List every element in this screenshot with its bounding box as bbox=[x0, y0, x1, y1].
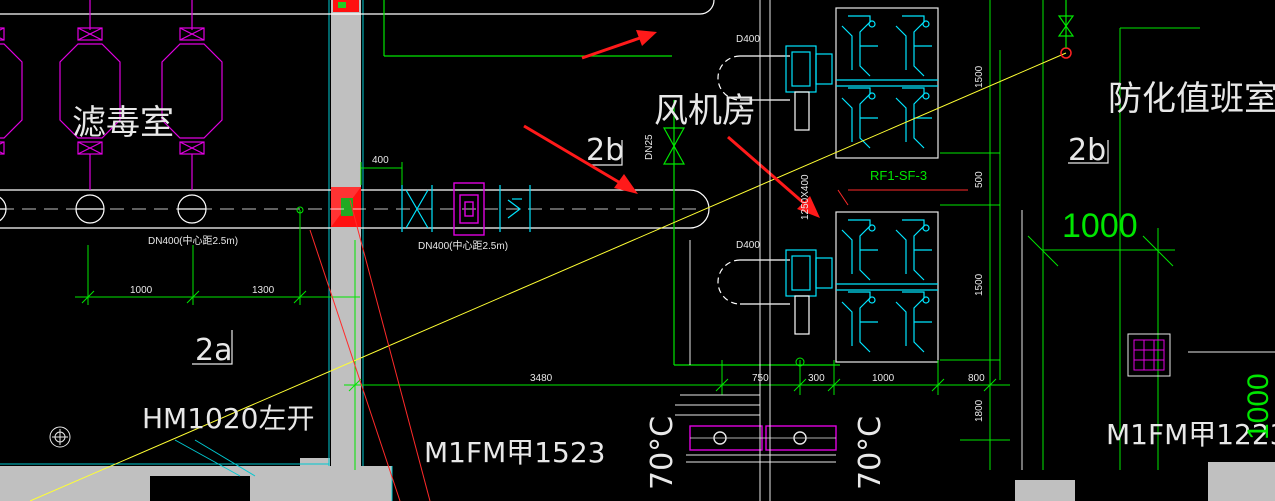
duct-label-mid: DN400(中心距2.5m) bbox=[418, 239, 508, 252]
door-label-center: M1FM甲1523 bbox=[424, 436, 606, 469]
dim-3480: 3480 bbox=[530, 373, 553, 384]
door-labels: HM1020左开 M1FM甲1523 M1FM甲1223 bbox=[142, 402, 1275, 469]
grid-mark-2b-center: 2b bbox=[586, 133, 624, 168]
grid-mark-labels: 2a 2b 2b bbox=[195, 133, 1106, 368]
fire-label-right: 70°C bbox=[853, 416, 888, 490]
bottom-duct-bends bbox=[675, 0, 1023, 501]
filter-unit bbox=[59, 0, 121, 224]
dim-1000-big: 1000 bbox=[1062, 207, 1138, 245]
valve-label: DN25 bbox=[644, 134, 655, 160]
room-label-filter: 滤毒室 bbox=[72, 103, 174, 143]
wall-stub bbox=[300, 458, 330, 468]
right-window bbox=[1127, 333, 1275, 377]
filter-units bbox=[0, 0, 223, 224]
fire-labels: 70°C 70°C bbox=[645, 416, 888, 490]
duct-label-left: DN400(中心距2.5m) bbox=[148, 234, 238, 247]
section-cut-line bbox=[29, 52, 1067, 501]
door-label-left: HM1020左开 bbox=[142, 402, 314, 435]
dim-1000-left: 1000 bbox=[130, 285, 153, 296]
wall-bottom-mid bbox=[150, 476, 250, 501]
top-right-valve bbox=[1057, 0, 1075, 48]
annotation-arrow-top bbox=[581, 30, 657, 60]
fan-assembly bbox=[717, 211, 939, 363]
door-label-right: M1FM甲1223 bbox=[1106, 418, 1275, 451]
annotation-arrow-middle bbox=[523, 124, 638, 194]
duct-labels: DN400(中心距2.5m) DN400(中心距2.5m) D400 D400 … bbox=[148, 34, 811, 252]
vertical-duct-label: 1250X400 bbox=[800, 174, 811, 220]
room-label-duty: 防化值班室 bbox=[1108, 79, 1275, 119]
dim-1500-top: 1500 bbox=[974, 65, 985, 88]
dim-800: 800 bbox=[968, 373, 985, 384]
main-duct-dampers bbox=[401, 185, 531, 232]
leader-lines bbox=[309, 189, 968, 501]
fan-inlet-bottom-label: D400 bbox=[736, 240, 760, 251]
dim-1300: 1300 bbox=[252, 285, 275, 296]
wall-vertical-left bbox=[331, 0, 361, 470]
valve-branch bbox=[383, 0, 840, 366]
grid-mark-2b-right: 2b bbox=[1068, 133, 1106, 168]
bottom-magenta-units bbox=[689, 425, 837, 451]
dimension-labels: 400 1000 1300 3480 750 300 1000 800 1500… bbox=[130, 65, 1275, 440]
dim-1000-right-vertical: 1000 bbox=[1242, 373, 1275, 440]
fire-label-left: 70°C bbox=[645, 416, 680, 490]
door-symbol-left bbox=[49, 426, 256, 477]
room-labels: 滤毒室 风机房 防化值班室 bbox=[72, 79, 1275, 143]
dim-750: 750 bbox=[752, 373, 769, 384]
point-markers bbox=[296, 206, 805, 367]
room-label-fan: 风机房 bbox=[654, 91, 756, 131]
dim-400: 400 bbox=[372, 155, 389, 166]
filter-unit bbox=[0, 27, 23, 222]
wall-bottom-right-2 bbox=[1015, 480, 1075, 501]
dim-1500-bottom: 1500 bbox=[974, 273, 985, 296]
dim-1000-mid: 1000 bbox=[872, 373, 895, 384]
annotation-arrow-right bbox=[727, 135, 820, 218]
filter-unit bbox=[161, 0, 223, 224]
fan-inlet-top-label: D400 bbox=[736, 34, 760, 45]
fan-units bbox=[717, 7, 939, 363]
dim-300: 300 bbox=[808, 373, 825, 384]
wall-fire-damper bbox=[331, 0, 361, 227]
grid-mark-brackets bbox=[192, 140, 1109, 365]
equipment-tag: RF1-SF-3 bbox=[870, 168, 927, 183]
main-duct-filter-box bbox=[453, 182, 485, 236]
dim-500: 500 bbox=[974, 171, 985, 188]
annotation-arrows bbox=[523, 30, 820, 218]
grid-mark-2a: 2a bbox=[195, 333, 232, 368]
wall-bottom-right bbox=[1208, 462, 1275, 501]
dimension-lines bbox=[75, 0, 1200, 470]
fan-assembly bbox=[717, 7, 939, 159]
dim-1800: 1800 bbox=[974, 399, 985, 422]
